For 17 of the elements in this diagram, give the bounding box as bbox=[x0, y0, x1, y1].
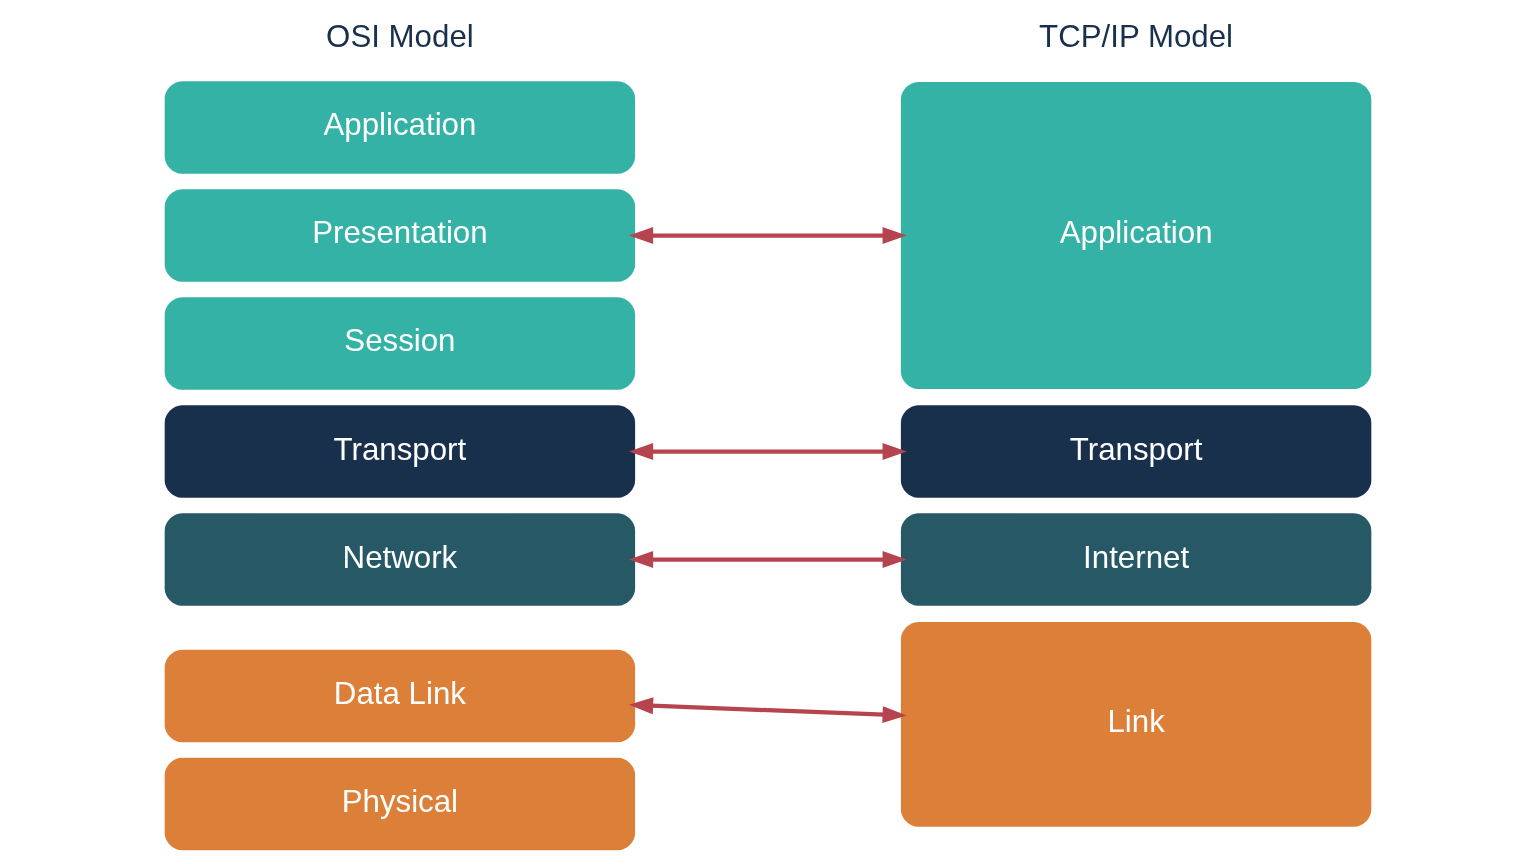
node-box: Data Link bbox=[164, 649, 636, 743]
label: TCP/IP Model bbox=[1039, 19, 1234, 55]
node-box: Presentation bbox=[164, 189, 636, 282]
label: OSI Model bbox=[326, 19, 474, 55]
node-box: Application bbox=[164, 81, 636, 174]
node-box: Session bbox=[164, 297, 636, 390]
node-box: Internet bbox=[900, 513, 1372, 606]
arrow bbox=[628, 227, 907, 244]
node-box: Network bbox=[164, 513, 636, 606]
node-box: Transport bbox=[164, 405, 636, 498]
node-box: Transport bbox=[900, 405, 1372, 498]
arrow bbox=[628, 443, 907, 460]
node-box: Link bbox=[900, 622, 1372, 827]
arrow bbox=[628, 697, 907, 724]
node-box: Application bbox=[900, 82, 1372, 389]
node-box: Physical bbox=[164, 757, 636, 851]
arrow bbox=[628, 551, 907, 569]
